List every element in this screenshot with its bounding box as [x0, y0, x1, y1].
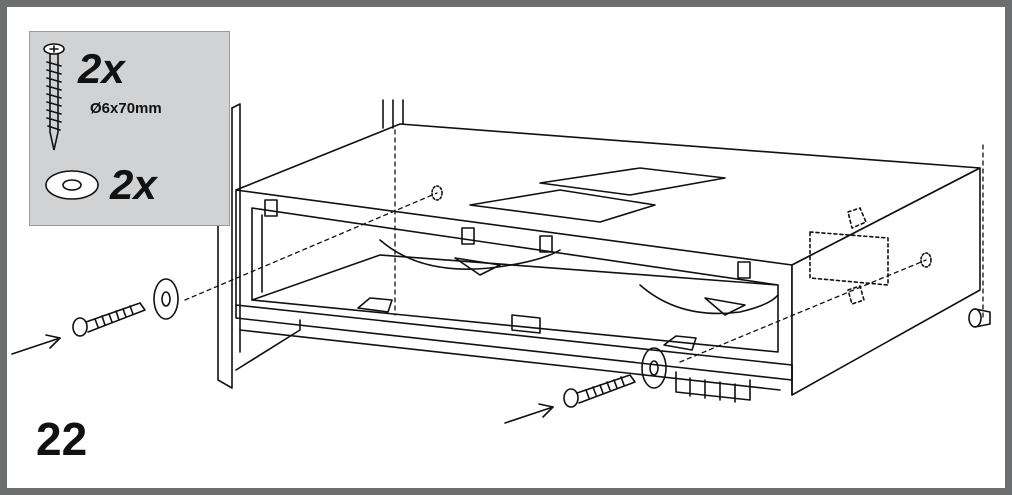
guide-lines — [184, 129, 984, 363]
wall-plug — [968, 308, 991, 328]
washer-bottom — [641, 347, 667, 389]
screw-left — [72, 302, 146, 337]
arrow-bottom — [504, 403, 554, 424]
mounting-holes — [431, 185, 932, 268]
screw-quantity: 2x — [78, 45, 125, 92]
wall-bracket — [809, 207, 889, 305]
screw-icon — [43, 43, 65, 151]
washer-quantity: 2x — [110, 161, 157, 208]
step-number: 22 — [36, 413, 88, 465]
washer-icon — [45, 170, 99, 200]
screw-bottom — [563, 374, 636, 408]
screw-spec: Ø6x70mm — [90, 100, 162, 117]
hood-body — [235, 123, 981, 403]
washer-left — [153, 278, 179, 320]
arrow-left — [11, 334, 61, 355]
parts-icons — [43, 43, 99, 200]
parts-box: 2x Ø6x70mm 2x — [29, 31, 230, 226]
wall-cabinet — [217, 99, 404, 389]
